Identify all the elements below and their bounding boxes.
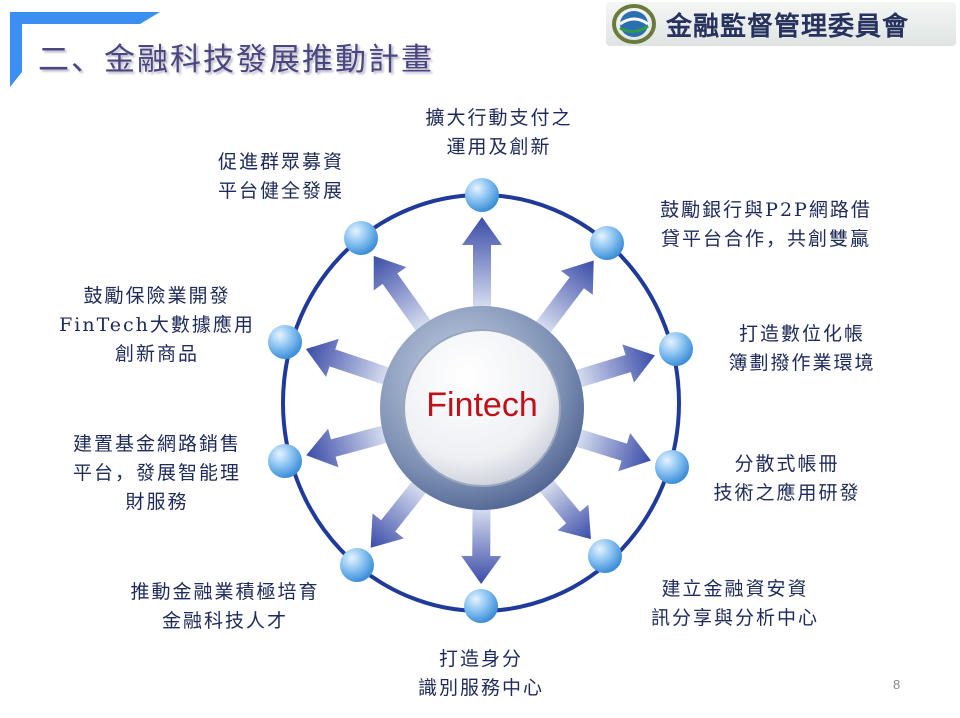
item-label-line: 推動金融業積極培育 — [130, 581, 320, 603]
arrow — [574, 429, 651, 472]
node-ball — [588, 539, 622, 573]
logo-text: 金融監督管理委員會 — [666, 11, 910, 42]
item-label-line: 貸平台合作，共創雙贏 — [660, 228, 872, 250]
node-ball — [340, 548, 374, 582]
item-label: 打造身分識別服務中心 — [418, 645, 544, 703]
node-ball — [268, 325, 302, 359]
item-label-line: 運用及創新 — [446, 136, 552, 158]
fsc-logo-icon — [612, 4, 656, 44]
item-label-line: 訊分享與分析中心 — [650, 607, 820, 629]
arrow — [373, 255, 432, 332]
logo: 金融監督管理委員會 — [606, 2, 956, 46]
item-label-line: 識別服務中心 — [417, 677, 545, 699]
item-label-line: 建置基金網路銷售 — [72, 433, 242, 455]
item-label-line: 鼓勵銀行與P2P網路借 — [660, 199, 872, 221]
page-number: 8 — [893, 677, 901, 692]
item-label-line: 促進群眾募資 — [217, 151, 345, 173]
item-label-line: 打造數位化帳 — [738, 323, 866, 345]
item-label: 促進群眾募資平台健全發展 — [218, 148, 344, 206]
arrow — [538, 479, 591, 540]
arrow — [305, 338, 391, 385]
item-label-line: 分散式帳冊 — [734, 453, 840, 475]
item-label: 擴大行動支付之運用及創新 — [425, 104, 572, 162]
hub-inner — [403, 329, 561, 487]
node-ball — [659, 332, 693, 366]
item-label-line: 財服務 — [125, 491, 189, 513]
item-label-line: 打造身分 — [438, 648, 524, 670]
item-label-line: 擴大行動支付之 — [425, 107, 573, 129]
node-ball — [344, 221, 378, 255]
item-label: 打造數位化帳簿劃撥作業環境 — [728, 320, 875, 378]
page-title: 二、金融科技發展推動計畫 — [38, 42, 434, 78]
corner-accent — [10, 12, 160, 87]
item-label-line: 平台，發展智能理 — [72, 462, 242, 484]
item-label-line: 簿劃撥作業環境 — [728, 352, 876, 374]
item-label: 推動金融業積極培育金融科技人才 — [130, 578, 319, 636]
item-label-line: 建立金融資安資 — [661, 578, 809, 600]
item-label-line: 鼓勵保險業開發 — [83, 285, 231, 307]
arrow — [306, 425, 388, 468]
item-label: 分散式帳冊技術之應用研發 — [713, 450, 860, 508]
arrow — [461, 507, 502, 585]
item-label: 鼓勵保險業開發 FinTech大數據應用創新商品 — [59, 282, 255, 369]
item-label: 鼓勵銀行與P2P網路借貸平台合作，共創雙贏 — [660, 196, 872, 254]
arrow — [575, 344, 655, 388]
node-ball — [465, 178, 499, 212]
item-label: 建立金融資安資訊分享與分析中心 — [651, 575, 819, 633]
item-label-line: FinTech大數據應用 — [59, 314, 255, 336]
arrow — [370, 480, 427, 548]
item-label-line: 技術之應用研發 — [713, 482, 861, 504]
node-ball — [655, 450, 689, 484]
node-ball — [268, 444, 302, 478]
arrow — [535, 260, 594, 334]
item-label-line: 平台健全發展 — [217, 180, 345, 202]
item-label-line: 創新商品 — [114, 343, 200, 365]
center-label: Fintech — [426, 386, 538, 424]
item-label: 建置基金網路銷售平台，發展智能理財服務 — [73, 430, 241, 517]
item-label-line: 金融科技人才 — [161, 610, 289, 632]
node-ball — [590, 226, 624, 260]
arrow — [462, 217, 502, 308]
node-ball — [464, 589, 498, 623]
